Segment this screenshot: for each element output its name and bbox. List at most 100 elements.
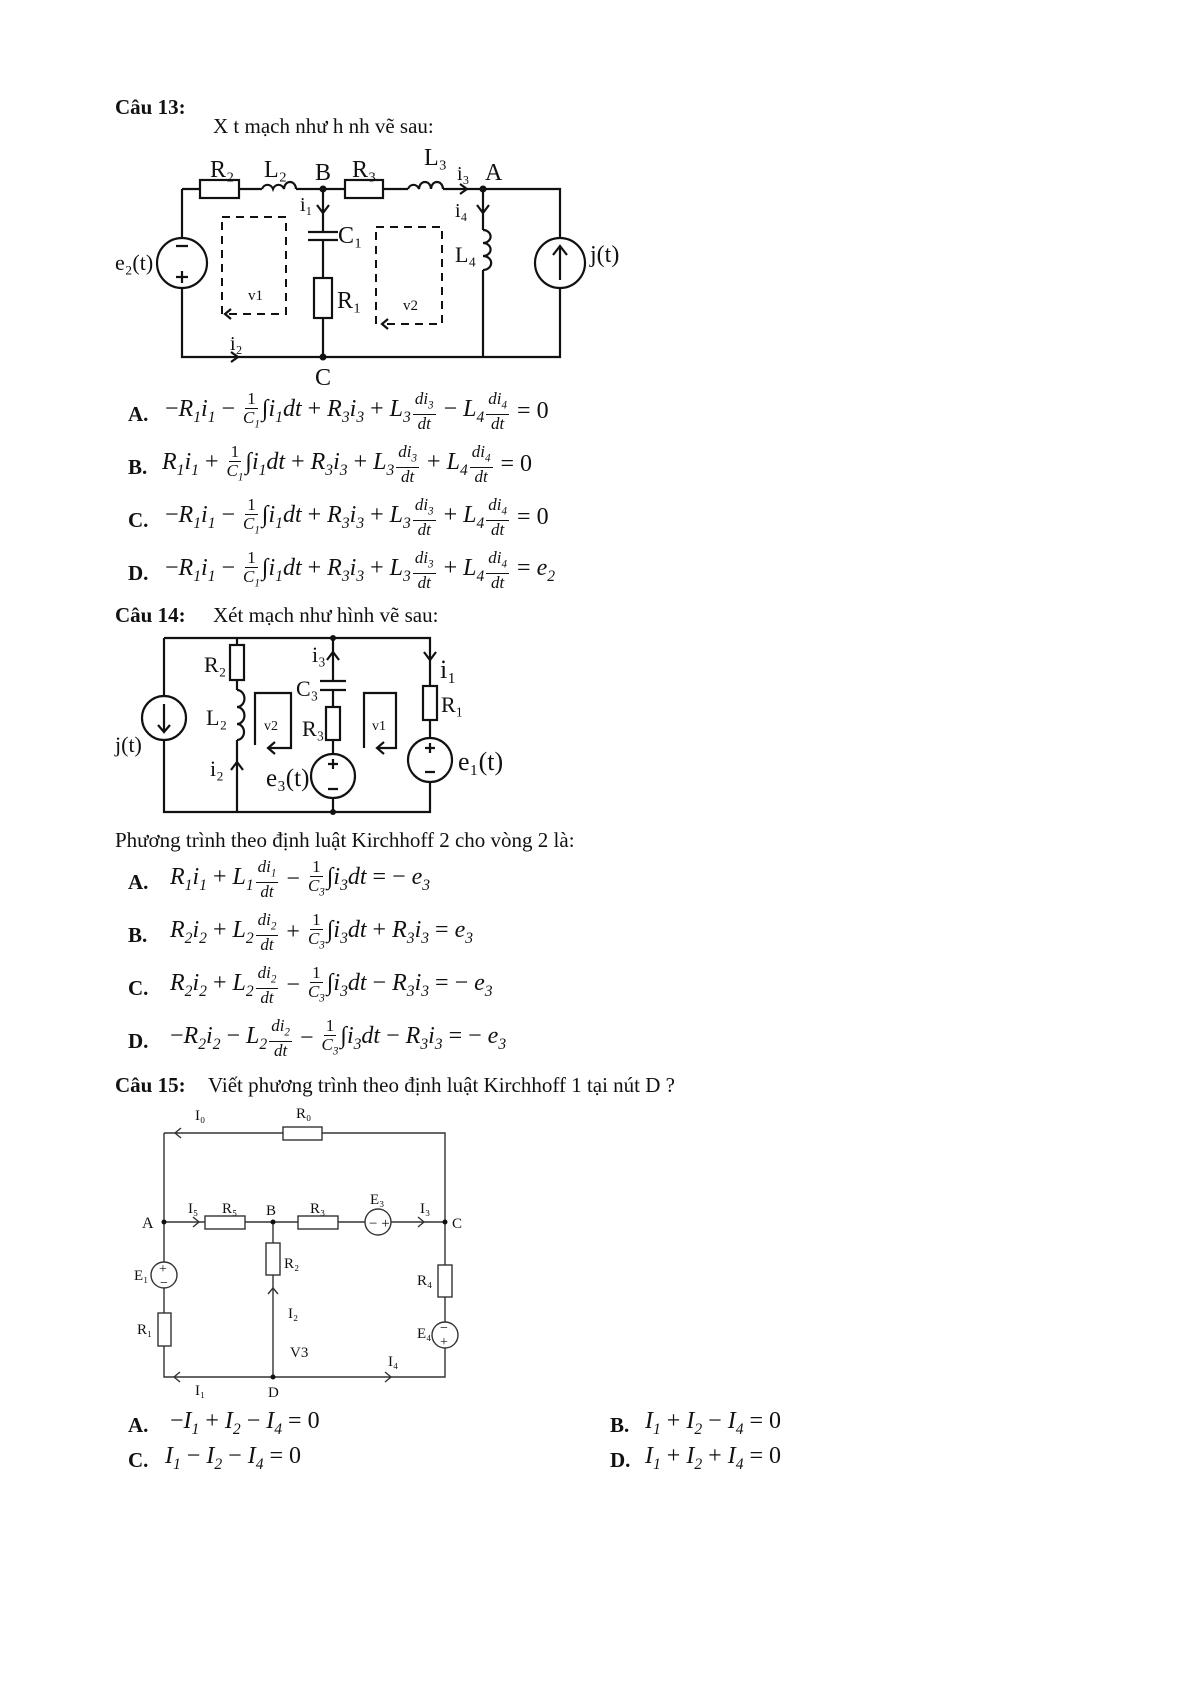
equation-term: − [286,866,300,893]
label-r3: R₃ [352,157,376,183]
question-14-prompt: Xét mạch như hình vẽ sau: [213,603,439,627]
equation-term: ∫i1dt + R3i3 + L3 [261,502,411,533]
equation-term: + L4 [427,449,468,480]
label-r1: R₁ [441,692,463,717]
label-r5: R₅ [222,1201,237,1217]
inductor-l4 [482,228,493,272]
option-d-label[interactable]: D. [610,1448,631,1472]
i1-arrow-icon [172,1371,181,1383]
label-a: A [142,1215,154,1232]
label-i1: i₁ [440,655,456,684]
resistor-r0 [282,1126,323,1141]
label-e3: E₃ [370,1192,384,1208]
question-13-title: Câu 13: [115,95,186,119]
label-r4: R₄ [417,1273,432,1289]
circuit-diagram-14: R₂ i₃ i₁ C₃ R₁ L₂ v2 R₃ v1 j(t) i₂ e₃(t)… [114,635,503,815]
equation-term: −R2i2 − L2 [170,1023,268,1054]
svg-text:− +: − + [369,1216,390,1232]
option-c-label[interactable]: C. [128,508,149,532]
voltage-source-e3 [309,752,357,800]
label-r3: R₃ [302,716,324,741]
option-a-label[interactable]: A. [128,870,149,894]
option-a-label[interactable]: A. [128,402,149,426]
equation-term: ∫i1dt + R3i3 + L3 [261,555,411,586]
i4-arrow-icon [476,204,490,215]
label-v3: V3 [290,1345,308,1361]
label-l2: L₂ [206,705,227,730]
label-b: B [266,1203,276,1219]
equation-term: = 0 [517,504,549,531]
inductor-l3 [406,180,445,190]
equation-term: ∫i3dt − R3i3 = − e3 [340,1023,507,1054]
label-j: j(t) [589,242,619,268]
option-a-equation[interactable]: −I1 + I2 − I4 = 0 [170,1408,320,1439]
inductor-l2 [236,688,246,742]
i3-arrow-icon [417,1216,426,1228]
equation-term: = 0 [517,398,549,425]
label-l2: L₂ [264,157,287,183]
option-b-label[interactable]: B. [128,923,148,947]
resistor-r1 [421,684,439,722]
equation-term: + L4 [443,502,485,533]
circuit-diagram-15: − + +− −+ I₀ R₀ A I₅ R₅ B R₃ E₃ I₃ C E₁ … [134,1106,462,1401]
equation-term: ∫i3dt = − e3 [326,864,431,895]
voltage-source-e3: − + [364,1208,392,1236]
equation-term: −R1i1 − [165,396,236,427]
equation-term: + [286,919,300,946]
label-e4: E₄ [417,1326,431,1342]
equation-term: −I1 + I2 − I4 = 0 [170,1408,320,1438]
circuit-wires [180,187,562,359]
label-i1: i₁ [300,194,313,216]
voltage-source-e2 [155,236,209,290]
svg-text:−: − [440,1321,448,1336]
option-d-label[interactable]: D. [128,561,149,585]
option-d-label[interactable]: D. [128,1029,149,1053]
equation-term: = 0 [500,451,533,478]
option-a-label[interactable]: A. [128,1413,149,1437]
label-r2: R₂ [284,1256,299,1272]
voltage-source-e1: +− [150,1261,178,1291]
option-d-equation[interactable]: I1 + I2 + I4 = 0 [645,1443,781,1474]
label-b: B [315,160,331,186]
label-i2: I₂ [288,1306,298,1322]
equation-term: R1i1 + [162,449,219,480]
option-c-equation[interactable]: I1 − I2 − I4 = 0 [165,1443,301,1474]
i2-arrow-icon [230,760,244,771]
option-b-equation[interactable]: I1 + I2 − I4 = 0 [645,1408,781,1439]
option-c-label[interactable]: C. [128,1448,149,1472]
label-i3: i₃ [457,163,470,185]
circuit-diagram-13: R₂ L₂ B R₃ L₃ i₃ A i₁ C₁ i₄ L₄ e₂(t) j(t… [115,145,619,390]
voltage-source-e1 [406,736,454,784]
resistor-r3 [297,1215,339,1230]
label-i3: i₃ [312,642,326,667]
label-e3: e₃(t) [266,765,309,792]
label-i0: I₀ [195,1108,205,1124]
option-b-label[interactable]: B. [128,455,148,479]
label-j: j(t) [114,732,142,757]
option-b-label[interactable]: B. [610,1413,630,1437]
question-14-title: Câu 14: [115,603,186,627]
label-i3: I₃ [420,1201,430,1217]
node-c-dot [319,353,327,361]
equation-term: I1 + I2 − I4 = 0 [645,1408,782,1438]
option-c-label[interactable]: C. [128,976,149,1000]
label-c1: C₁ [338,223,362,249]
